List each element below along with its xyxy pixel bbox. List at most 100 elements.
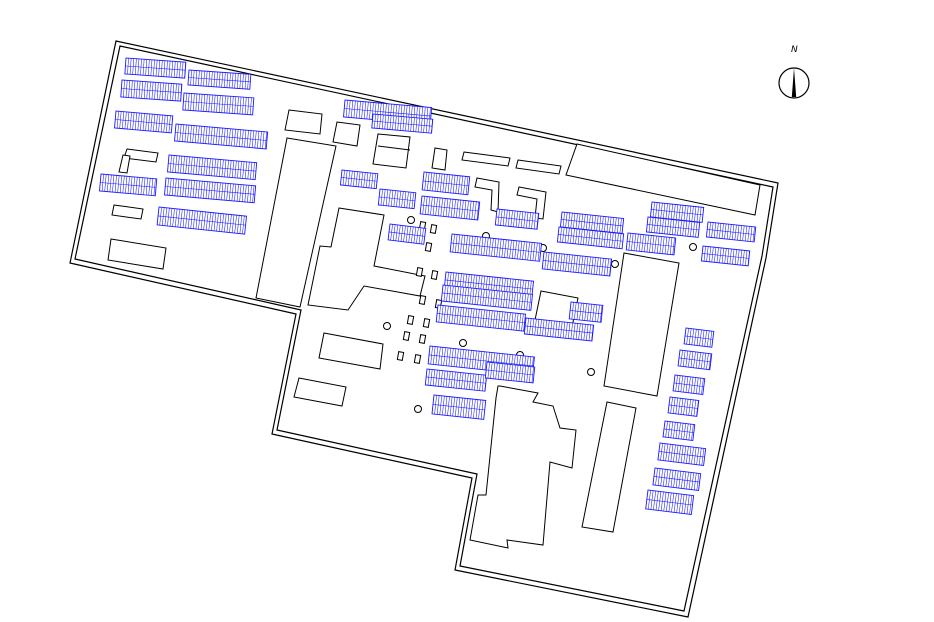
inner-boundary-wall — [74, 45, 774, 612]
buildings — [107, 109, 761, 549]
solar-panel-cells — [544, 252, 612, 277]
rect-post — [418, 295, 427, 305]
solar-panel-cells — [190, 70, 249, 90]
building-j — [111, 204, 144, 220]
solar-panel-cells — [345, 100, 431, 125]
solar-panel-cells — [703, 246, 750, 266]
solar-panel-cells — [670, 397, 699, 417]
solar-panel-row — [568, 301, 604, 323]
building-a — [284, 109, 323, 135]
building-c — [372, 133, 411, 169]
solar-panel-arrays — [99, 57, 757, 515]
solar-panel-cells — [374, 114, 433, 134]
rect-post — [424, 242, 433, 252]
solar-panel-cells — [452, 234, 541, 262]
north-arrow: N — [778, 45, 810, 99]
solar-panel-row — [683, 327, 715, 348]
building-k — [107, 238, 167, 270]
rect-post — [418, 334, 427, 344]
building-i — [118, 154, 131, 174]
solar-panel-row — [156, 206, 248, 235]
building-d — [431, 147, 448, 171]
round-pillar — [407, 216, 415, 224]
solar-panel-row — [167, 154, 258, 181]
solar-panel-row-divider — [558, 234, 623, 242]
solar-panel-cells — [648, 217, 698, 238]
round-pillar — [459, 339, 467, 347]
solar-panel-cells — [675, 375, 704, 395]
solar-panel-cells — [660, 443, 705, 466]
rect-post — [415, 267, 424, 277]
solar-panel-row — [523, 317, 595, 342]
solar-panel-row — [652, 467, 702, 491]
solar-panel-row-divider — [125, 65, 186, 71]
solar-panel-cells — [680, 350, 712, 370]
solar-panel-row-divider — [165, 186, 255, 195]
solar-panel-row — [667, 396, 700, 417]
solar-panel-cells — [422, 196, 480, 220]
solar-panel-cells — [571, 302, 603, 323]
solar-panel-row — [494, 208, 540, 230]
solar-panel-row-divider — [442, 292, 532, 303]
solar-panel-row — [541, 251, 613, 277]
solar-panel-row — [164, 177, 257, 204]
rect-post — [402, 331, 411, 341]
solar-panel-cells — [686, 328, 713, 348]
solar-panel-cells — [166, 178, 255, 203]
round-pillar — [383, 322, 391, 330]
solar-panel-cells — [446, 272, 532, 297]
long-building-west — [255, 137, 337, 308]
solar-panel-cells — [159, 207, 245, 234]
solar-panel-row — [556, 226, 625, 250]
solar-panel-row — [700, 245, 751, 267]
solar-panel-row-divider — [668, 404, 698, 409]
rect-post — [406, 315, 415, 325]
rect-post — [422, 318, 431, 328]
building-b — [332, 121, 361, 147]
solar-panel-row — [435, 304, 527, 332]
rect-post — [396, 351, 405, 361]
round-pillar — [414, 405, 422, 413]
solar-panel-cells — [562, 212, 622, 234]
solar-panel-cells — [424, 172, 469, 195]
solar-panel-row — [371, 113, 434, 134]
solar-panel-cells — [430, 346, 534, 375]
solar-panel-cells — [127, 58, 186, 79]
solar-panel-row — [114, 110, 174, 134]
solar-panel-cells — [655, 468, 700, 491]
solar-panel-row — [182, 92, 255, 116]
solar-panel-cells — [443, 285, 532, 311]
solar-panel-cells — [526, 318, 594, 342]
building-g — [565, 143, 761, 216]
solar-panel-row — [645, 216, 701, 238]
solar-panel-row-divider — [372, 120, 433, 127]
solar-panel-row — [419, 195, 481, 221]
solar-panel-row-divider — [426, 376, 486, 384]
solar-panel-cells — [708, 222, 755, 242]
building-l — [474, 177, 500, 213]
solar-panel-cells — [380, 189, 414, 209]
solar-panel-row — [339, 169, 379, 190]
solar-panel-cells — [116, 111, 171, 133]
solar-panel-cells — [559, 227, 622, 249]
rect-post — [413, 354, 422, 364]
solar-panel-row — [187, 69, 252, 90]
solar-panel-cells — [342, 170, 376, 189]
solar-panel-cells — [652, 202, 702, 223]
solar-panel-row — [657, 442, 707, 466]
long-building-south — [581, 401, 637, 533]
solar-panel-cells — [647, 490, 693, 515]
partition-line — [377, 145, 411, 151]
solar-panel-cells — [487, 362, 534, 383]
long-building-east — [603, 252, 680, 397]
outer-boundary-wall — [69, 40, 779, 618]
compass-needle-icon — [791, 68, 797, 97]
solar-panel-row-divider — [183, 101, 254, 107]
stepped-building-south — [469, 385, 577, 549]
round-pillar — [587, 368, 595, 376]
solar-panel-row — [440, 284, 534, 311]
solar-panel-cells — [101, 174, 156, 196]
solar-panel-cells — [169, 155, 255, 180]
solar-panel-row — [377, 188, 417, 210]
